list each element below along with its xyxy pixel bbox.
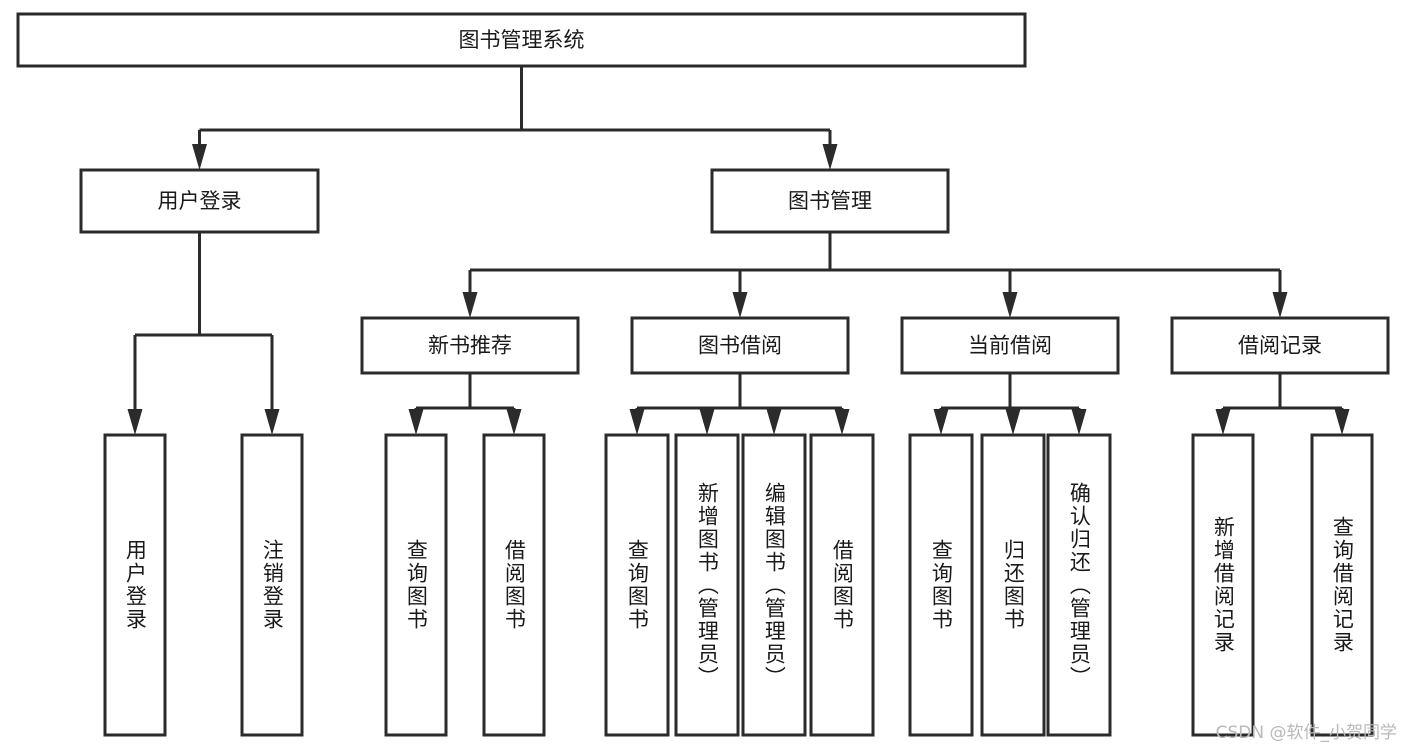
node-level3-2[interactable] xyxy=(900,316,1120,375)
node-level3-3[interactable] xyxy=(1170,316,1390,375)
connector-layer xyxy=(127,66,1350,435)
edge-group-1-arrow-3 xyxy=(834,409,850,435)
node-leaf-label-9: 归还图书 xyxy=(1001,539,1026,631)
node-leaf-7[interactable] xyxy=(809,433,875,737)
edge-group-1-arrow-1 xyxy=(699,409,715,435)
edge-book-mgmt-arrow-1 xyxy=(732,292,748,318)
node-leaf-label-5: 新增图书（管理员） xyxy=(695,481,720,689)
node-level3-1[interactable] xyxy=(630,316,850,375)
node-leaf-label-12: 查询借阅记录 xyxy=(1330,516,1355,654)
node-level2-label-1: 图书管理 xyxy=(788,189,872,213)
node-leaf-0[interactable] xyxy=(103,433,167,737)
node-leaf-label-11: 新增借阅记录 xyxy=(1211,516,1236,654)
node-leaf-11[interactable] xyxy=(1191,433,1255,737)
edge-group-1-arrow-2 xyxy=(766,409,782,435)
edge-group-3-arrow-1 xyxy=(1334,409,1350,435)
node-leaf-label-6: 编辑图书（管理员） xyxy=(762,481,787,689)
node-leaf-2[interactable] xyxy=(384,433,448,737)
node-leaf-3[interactable] xyxy=(482,433,546,737)
node-level3-label-2: 当前借阅 xyxy=(968,334,1052,358)
edge-book-mgmt-arrow-2 xyxy=(1002,292,1018,318)
node-leaf-label-0: 用户登录 xyxy=(123,539,148,631)
node-leaf-9[interactable] xyxy=(980,433,1046,737)
node-leaf-6[interactable] xyxy=(741,433,807,737)
edge-group-2-arrow-1 xyxy=(1005,409,1021,435)
edge-group-2-arrow-2 xyxy=(1071,409,1087,435)
edge-group-0-arrow-0 xyxy=(408,409,424,435)
node-level2-label-0: 用户登录 xyxy=(158,189,242,213)
node-leaf-label-8: 查询图书 xyxy=(929,539,954,631)
node-level3-label-0: 新书推荐 xyxy=(428,334,512,358)
node-leaf-10[interactable] xyxy=(1046,433,1112,737)
edge-root-arrow-1 xyxy=(822,144,838,170)
node-level3-0[interactable] xyxy=(360,316,580,375)
node-leaf-label-1: 注销登录 xyxy=(260,539,285,631)
node-leaf-label-4: 查询图书 xyxy=(625,539,650,631)
edge-book-mgmt-arrow-3 xyxy=(1272,292,1288,318)
node-leaf-label-10: 确认归还（管理员） xyxy=(1067,481,1092,689)
edge-group-3-arrow-0 xyxy=(1215,409,1231,435)
edge-group-0-arrow-1 xyxy=(506,409,522,435)
node-root-label: 图书管理系统 xyxy=(459,28,585,52)
node-leaf-12[interactable] xyxy=(1310,433,1374,737)
edge-book-mgmt-arrow-0 xyxy=(462,292,478,318)
node-leaf-5[interactable] xyxy=(674,433,740,737)
node-leaf-label-7: 借阅图书 xyxy=(830,539,855,631)
node-leaf-4[interactable] xyxy=(604,433,670,737)
edge-group-1-arrow-0 xyxy=(629,409,645,435)
edge-root-arrow-0 xyxy=(192,144,207,170)
node-leaf-8[interactable] xyxy=(908,433,974,737)
box-layer xyxy=(16,12,1390,737)
node-leaf-label-3: 借阅图书 xyxy=(502,539,527,631)
node-level3-label-3: 借阅记录 xyxy=(1238,334,1322,358)
edge-user-login-arrow-0 xyxy=(127,409,143,435)
edge-user-login-arrow-1 xyxy=(264,409,280,435)
node-leaf-1[interactable] xyxy=(240,433,304,737)
node-level3-label-1: 图书借阅 xyxy=(698,334,782,358)
node-leaf-label-2: 查询图书 xyxy=(404,539,429,631)
node-level2-1[interactable] xyxy=(710,168,950,234)
edge-group-2-arrow-0 xyxy=(933,409,949,435)
watermark: CSDN @软件_小贺同学 xyxy=(1215,723,1397,743)
node-level2-0[interactable] xyxy=(79,168,320,234)
node-root[interactable] xyxy=(16,12,1027,68)
